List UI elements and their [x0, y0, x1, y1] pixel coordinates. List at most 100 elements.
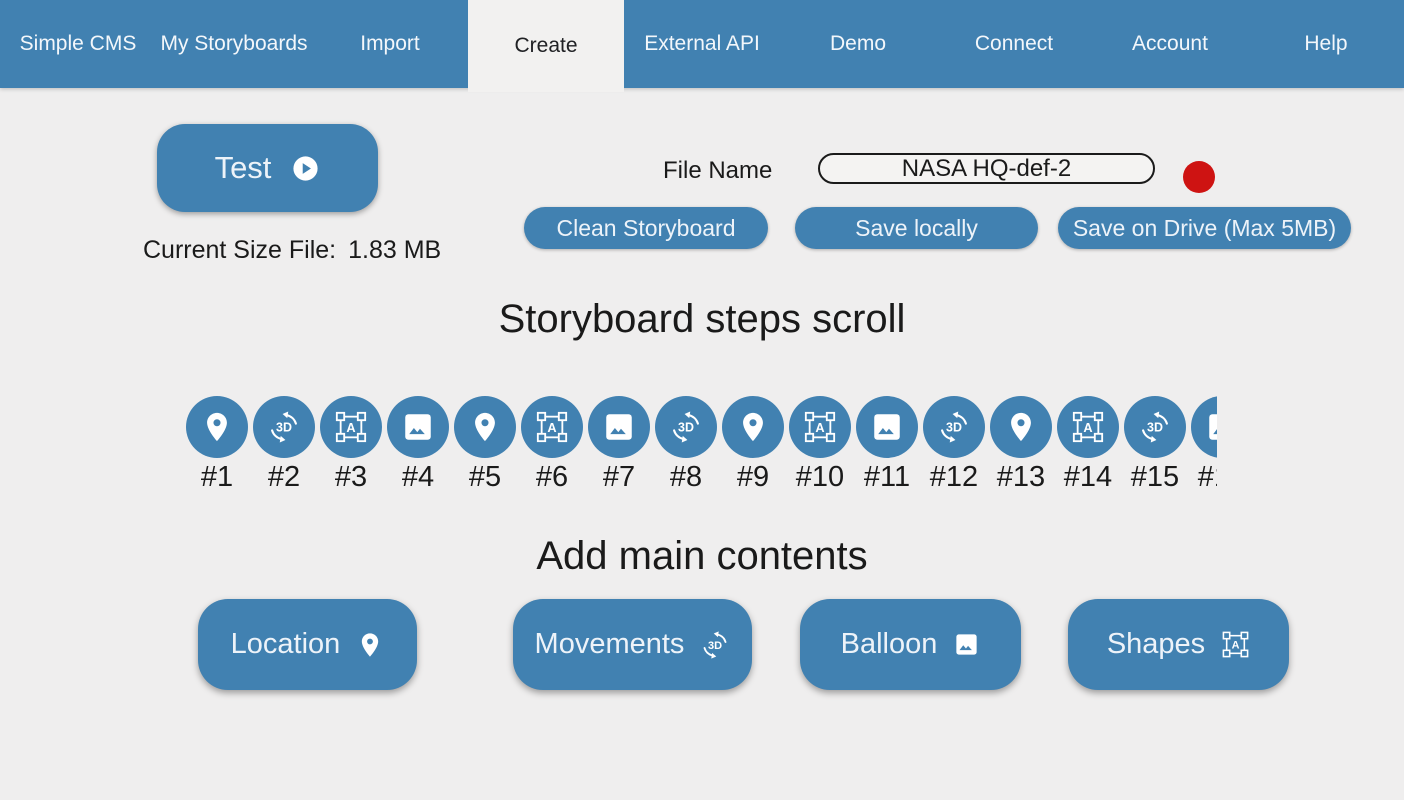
nav-item-label: Connect [974, 32, 1054, 55]
step-item-4: #4 [387, 396, 449, 497]
format-shapes-icon: A [334, 410, 368, 444]
step-16-label: #16 [1197, 461, 1217, 493]
nav-item-account[interactable]: Account [1092, 0, 1248, 88]
movements-button[interactable]: Movements 3D [513, 599, 752, 690]
balloon-button[interactable]: Balloon [800, 599, 1021, 690]
nav-item-label: Demo [829, 32, 887, 55]
rotation-3d-icon: 3D [669, 410, 703, 444]
step-13-button[interactable] [990, 396, 1052, 458]
step-item-2: 3D #2 [253, 396, 315, 497]
step-item-3: A #3 [320, 396, 382, 497]
step-9-button[interactable] [722, 396, 784, 458]
svg-text:3D: 3D [678, 421, 694, 435]
image-icon [401, 410, 435, 444]
rotation-3d-icon: 3D [267, 410, 301, 444]
step-7-button[interactable] [588, 396, 650, 458]
image-icon [602, 410, 636, 444]
svg-text:A: A [1232, 640, 1240, 652]
step-4-button[interactable] [387, 396, 449, 458]
nav-item-import[interactable]: Import [312, 0, 468, 88]
step-item-5: #5 [454, 396, 516, 497]
step-4-label: #4 [401, 461, 435, 493]
save-on-drive-button[interactable]: Save on Drive (Max 5MB) [1058, 207, 1351, 249]
nav-item-label: Import [360, 32, 420, 55]
step-item-8: 3D #8 [655, 396, 717, 497]
step-item-13: #13 [990, 396, 1052, 497]
svg-text:3D: 3D [276, 421, 292, 435]
step-item-1: #1 [186, 396, 248, 497]
place-icon [1004, 410, 1038, 444]
nav-item-create[interactable]: Create [468, 0, 624, 92]
step-8-button[interactable]: 3D [655, 396, 717, 458]
format-shapes-icon: A [1221, 630, 1250, 659]
clean-storyboard-button[interactable]: Clean Storyboard [524, 207, 768, 249]
step-item-10: A #10 [789, 396, 851, 497]
save-locally-button[interactable]: Save locally [795, 207, 1038, 249]
svg-text:A: A [346, 420, 355, 435]
step-15-button[interactable]: 3D [1124, 396, 1186, 458]
step-12-button[interactable]: 3D [923, 396, 985, 458]
nav-item-label: Help [1304, 32, 1348, 55]
step-2-label: #2 [267, 461, 301, 493]
place-icon [356, 631, 384, 659]
step-11-button[interactable] [856, 396, 918, 458]
record-indicator-dot [1183, 161, 1215, 193]
storyboard-steps-scroll[interactable]: #1 3D #2 A #3 #4 #5 A #6 #7 3D #8 #9 [186, 396, 1217, 497]
step-10-button[interactable]: A [789, 396, 851, 458]
step-11-label: #11 [863, 461, 911, 493]
shapes-button[interactable]: Shapes A [1068, 599, 1289, 690]
nav-item-label: Simple CMS [19, 32, 137, 55]
nav-item-simple-cms[interactable]: Simple CMS [0, 0, 156, 88]
step-item-11: #11 [856, 396, 918, 497]
nav-item-connect[interactable]: Connect [936, 0, 1092, 88]
step-14-button[interactable]: A [1057, 396, 1119, 458]
step-5-button[interactable] [454, 396, 516, 458]
step-item-7: #7 [588, 396, 650, 497]
step-6-button[interactable]: A [521, 396, 583, 458]
play-circle-icon [291, 154, 320, 183]
step-6-label: #6 [535, 461, 569, 493]
svg-text:3D: 3D [708, 640, 722, 652]
step-item-16: #16 [1191, 396, 1217, 497]
step-3-label: #3 [334, 461, 368, 493]
step-3-button[interactable]: A [320, 396, 382, 458]
svg-text:A: A [815, 420, 824, 435]
step-16-button[interactable] [1191, 396, 1217, 458]
step-9-label: #9 [736, 461, 770, 493]
step-10-label: #10 [795, 461, 845, 493]
balloon-button-label: Balloon [840, 628, 938, 660]
step-8-label: #8 [669, 461, 703, 493]
place-icon [200, 410, 234, 444]
storyboard-steps-heading: Storyboard steps scroll [498, 297, 906, 341]
nav-item-help[interactable]: Help [1248, 0, 1404, 88]
shapes-button-label: Shapes [1106, 628, 1206, 660]
nav-item-demo[interactable]: Demo [780, 0, 936, 88]
place-icon [736, 410, 770, 444]
file-name-label: File Name [663, 157, 773, 184]
nav-item-external-api[interactable]: External API [624, 0, 780, 88]
step-2-button[interactable]: 3D [253, 396, 315, 458]
svg-text:3D: 3D [1147, 421, 1163, 435]
format-shapes-icon: A [535, 410, 569, 444]
step-1-button[interactable] [186, 396, 248, 458]
file-name-input[interactable] [818, 153, 1155, 184]
rotation-3d-icon: 3D [1138, 410, 1172, 444]
image-icon [870, 410, 904, 444]
test-button[interactable]: Test [157, 124, 378, 212]
current-size-value: 1.83 MB [348, 236, 442, 264]
step-13-label: #13 [996, 461, 1046, 493]
nav-item-my-storyboards[interactable]: My Storyboards [156, 0, 312, 88]
movements-button-label: Movements [534, 628, 685, 660]
location-button-label: Location [230, 628, 341, 660]
step-item-15: 3D#15 [1124, 396, 1186, 497]
step-item-6: A #6 [521, 396, 583, 497]
step-item-9: #9 [722, 396, 784, 497]
step-1-label: #1 [200, 461, 234, 493]
location-button[interactable]: Location [198, 599, 417, 690]
add-main-contents-heading: Add main contents [536, 534, 868, 578]
current-size-text: Current Size File: 1.83 MB [143, 236, 441, 265]
current-size-label: Current Size File: [143, 236, 337, 264]
nav-item-label: My Storyboards [160, 32, 308, 55]
